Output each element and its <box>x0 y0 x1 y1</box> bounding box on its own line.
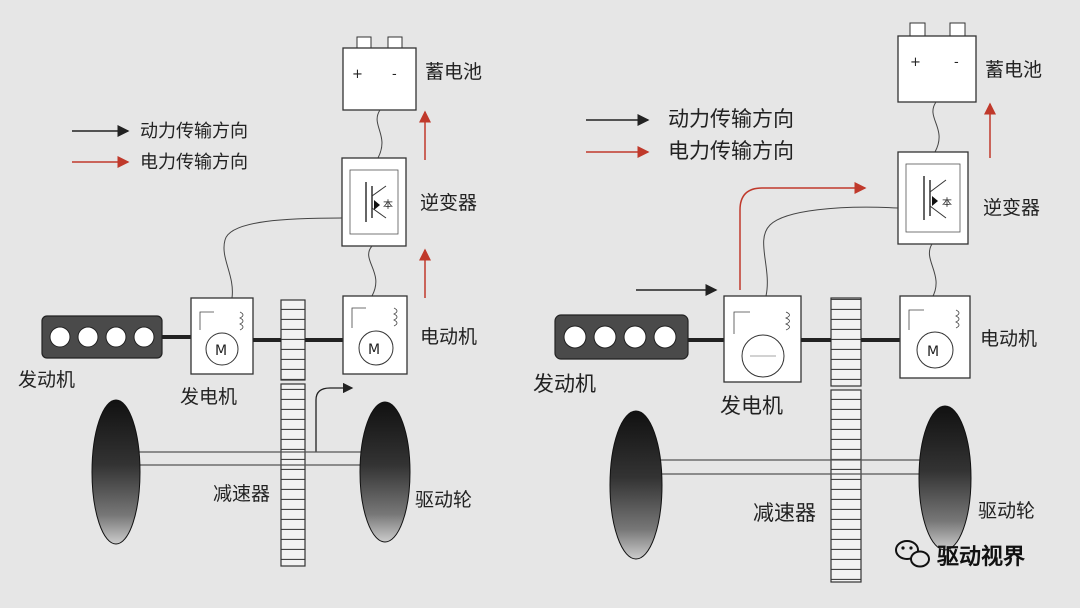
legend-electric-label: 电力传输方向 <box>140 152 248 173</box>
battery: + - <box>897 22 977 103</box>
right-legend: 动力传输方向 电力传输方向 <box>586 107 794 163</box>
reducer-gear-upper <box>280 299 306 381</box>
svg-text:本: 本 <box>383 198 393 211</box>
motor: M <box>899 295 971 379</box>
legend-power-label: 动力传输方向 <box>140 121 248 142</box>
left-panel: 动力传输方向 电力传输方向 + - 蓄电池 本 逆变器 <box>18 36 482 567</box>
generator <box>723 295 802 383</box>
battery-minus: - <box>392 67 397 82</box>
wheel-label: 驱动轮 <box>415 489 472 511</box>
motor-label: 电动机 <box>420 326 477 348</box>
power-arrow <box>315 382 354 452</box>
reducer-label: 减速器 <box>753 501 816 525</box>
legend-electric-label: 电力传输方向 <box>668 139 794 163</box>
motor: M <box>342 295 408 375</box>
engine-label: 发动机 <box>533 372 596 396</box>
inverter: 本 <box>897 151 969 245</box>
wheel-right <box>918 405 972 551</box>
battery-minus: - <box>954 55 959 70</box>
battery-label: 蓄电池 <box>425 61 482 83</box>
inverter-label: 逆变器 <box>983 197 1040 219</box>
motor-label: 电动机 <box>980 328 1037 350</box>
generator-symbol: M <box>215 343 227 359</box>
reducer-gear-lower <box>280 383 306 567</box>
watermark: 驱动视界 <box>895 540 1025 570</box>
generator: M <box>190 297 254 375</box>
wheel-left <box>91 399 141 545</box>
watermark-text: 驱动视界 <box>937 544 1025 570</box>
legend-power-label: 动力传输方向 <box>668 107 794 131</box>
reducer-gear-lower <box>830 389 862 583</box>
reducer-label: 减速器 <box>213 483 270 505</box>
electric-arrow <box>739 182 867 290</box>
battery-label: 蓄电池 <box>985 59 1042 81</box>
inverter: 本 <box>341 157 407 247</box>
wechat-icon <box>895 540 930 568</box>
inverter-label: 逆变器 <box>420 192 477 214</box>
motor-symbol: M <box>927 344 939 360</box>
battery: + - <box>342 36 417 111</box>
wheel-left <box>609 410 663 560</box>
battery-plus: + <box>352 67 363 82</box>
wheel-label: 驱动轮 <box>978 500 1035 522</box>
motor-symbol: M <box>368 342 380 358</box>
left-legend: 动力传输方向 电力传输方向 <box>72 121 248 173</box>
generator-label: 发电机 <box>720 394 783 418</box>
engine <box>554 314 689 360</box>
wheel-right <box>359 401 411 543</box>
engine <box>41 315 163 359</box>
right-panel: 动力传输方向 电力传输方向 + - 蓄电池 本 逆变器 <box>533 22 1042 583</box>
battery-plus: + <box>910 55 921 70</box>
engine-label: 发动机 <box>18 369 75 391</box>
reducer-gear-upper <box>830 297 862 387</box>
svg-text:本: 本 <box>942 196 952 209</box>
generator-label: 发电机 <box>180 386 237 408</box>
